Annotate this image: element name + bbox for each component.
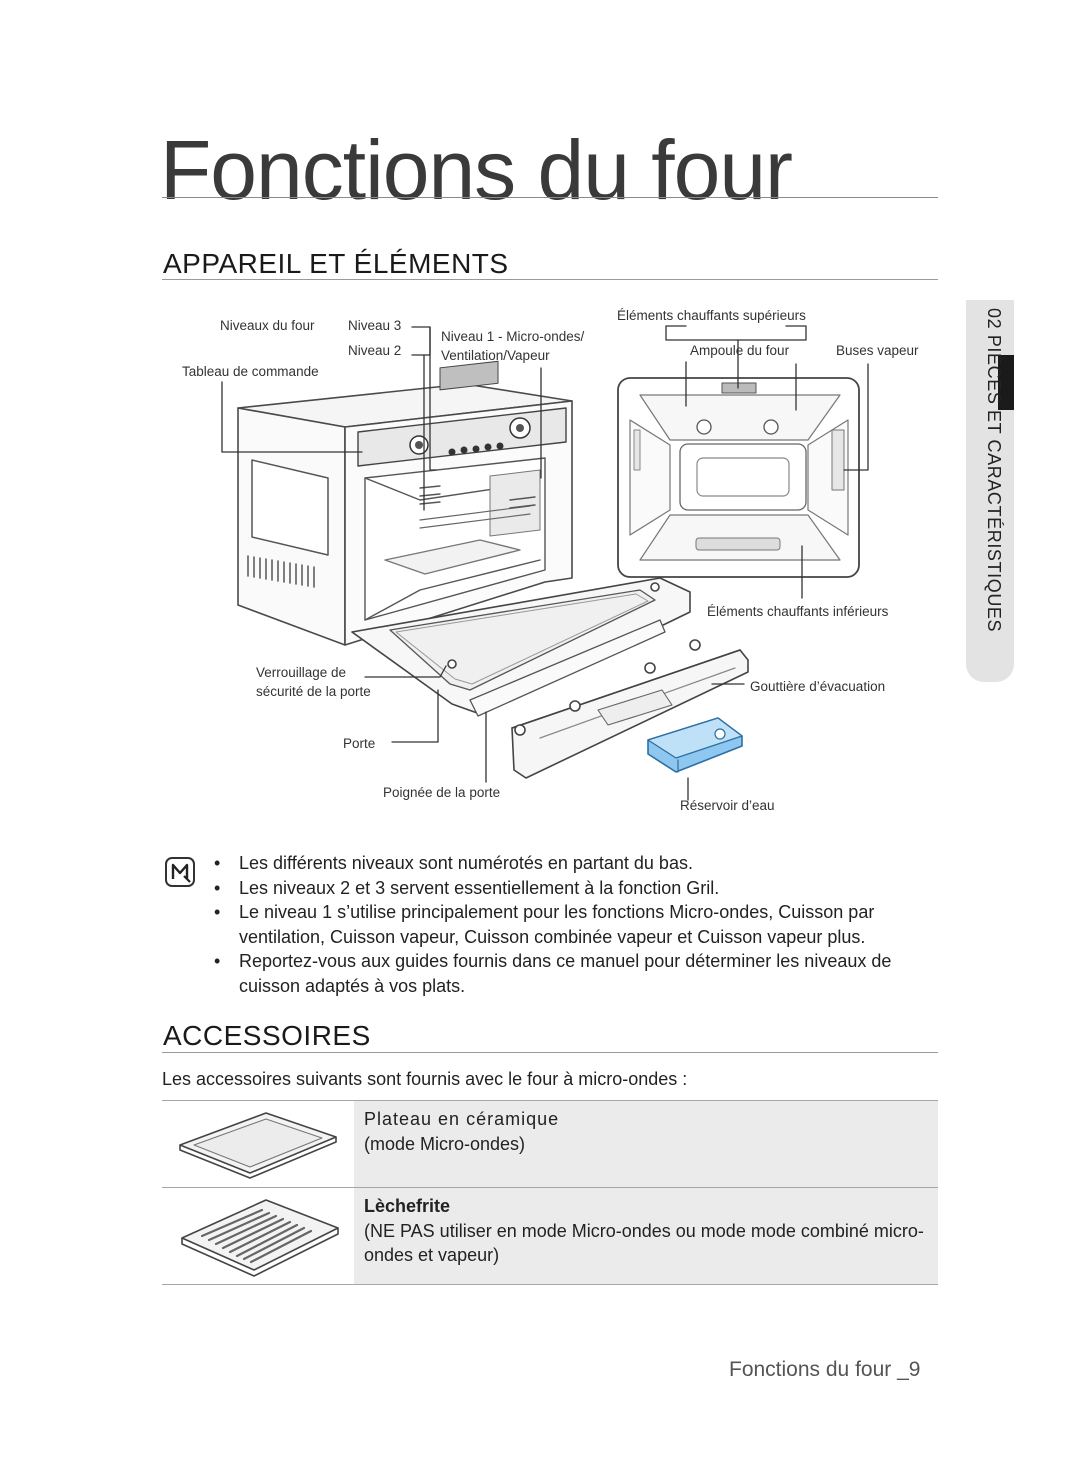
label-niveau-1-line1: Niveau 1 - Micro-ondes/	[441, 329, 585, 344]
label-gouttiere: Gouttière d’évacuation	[750, 679, 886, 694]
label-reservoir: Réservoir d’eau	[680, 798, 775, 813]
label-elements-chauffants-inferieurs: Éléments chauffants inférieurs	[707, 604, 889, 619]
accessory-detail: (mode Micro-ondes)	[364, 1133, 526, 1154]
label-elements-chauffants-superieurs: Éléments chauffants supérieurs	[617, 308, 806, 323]
page-footer: Fonctions du four _9	[729, 1358, 921, 1381]
label-niveau-1-line2: Ventilation/Vapeur	[441, 348, 550, 363]
label-niveau-2: Niveau 2	[348, 343, 402, 358]
label-poignee: Poignée de la porte	[383, 785, 501, 800]
accessories-table: Plateau en céramique (mode Micro-ondes) …	[162, 1100, 938, 1285]
accessory-description: Plateau en céramique (mode Micro-ondes)	[354, 1101, 938, 1187]
label-tableau-de-commande: Tableau de commande	[182, 364, 319, 379]
water-reservoir	[647, 717, 743, 773]
accessory-description: Lèchefrite (NE PAS utiliser en mode Micr…	[354, 1188, 938, 1284]
side-window	[251, 459, 329, 556]
note-item: Les niveaux 2 et 3 servent essentielleme…	[214, 876, 944, 901]
section-divider	[162, 279, 938, 280]
control-panel	[357, 360, 567, 467]
note-icon	[165, 857, 195, 887]
label-verrouillage-line2: sécurité de la porte	[256, 684, 371, 699]
ceramic-tray-image	[162, 1101, 355, 1187]
label-buses-vapeur: Buses vapeur	[836, 343, 919, 358]
section-heading-accessoires: ACCESSOIRES	[163, 1020, 371, 1051]
section-divider	[162, 1052, 938, 1053]
note-item: Le niveau 1 s’utilise principalement pou…	[214, 900, 944, 949]
label-ampoule-du-four: Ampoule du four	[690, 343, 790, 358]
accessory-row: Lèchefrite (NE PAS utiliser en mode Micr…	[162, 1187, 938, 1285]
note-item: Reportez-vous aux guides fournis dans ce…	[214, 949, 944, 998]
title-divider	[162, 197, 938, 198]
accessories-intro: Les accessoires suivants sont fournis av…	[162, 1069, 688, 1089]
interior-view	[617, 377, 860, 578]
chapter-tab-label: 02 PIÈCES ET CARACTÉRISTIQUES	[984, 308, 1004, 633]
label-niveaux-du-four: Niveaux du four	[220, 318, 315, 333]
oven-cavity	[364, 457, 546, 621]
section-heading-appareil: APPAREIL ET ÉLÉMENTS	[163, 248, 509, 279]
label-verrouillage-line1: Verrouillage de	[256, 665, 347, 680]
accessory-row: Plateau en céramique (mode Micro-ondes)	[162, 1100, 938, 1187]
label-niveau-3: Niveau 3	[348, 318, 402, 333]
accessory-name: Lèchefrite	[364, 1196, 451, 1216]
notes-list: Les différents niveaux sont numérotés en…	[214, 851, 944, 998]
oven-door	[351, 577, 691, 717]
leader-lines	[221, 325, 869, 801]
label-porte: Porte	[343, 736, 376, 751]
grill-pan-image	[162, 1188, 355, 1284]
note-item: Les différents niveaux sont numérotés en…	[214, 851, 944, 876]
oven-diagram	[221, 325, 869, 801]
chapter-tab-marker	[998, 355, 1014, 410]
page-title: Fonctions du four	[160, 123, 793, 217]
accessory-name: Plateau en céramique	[364, 1109, 560, 1129]
drip-tray	[511, 639, 749, 779]
side-vents	[247, 555, 315, 588]
accessory-detail: (NE PAS utiliser en mode Micro-ondes ou …	[364, 1220, 924, 1266]
